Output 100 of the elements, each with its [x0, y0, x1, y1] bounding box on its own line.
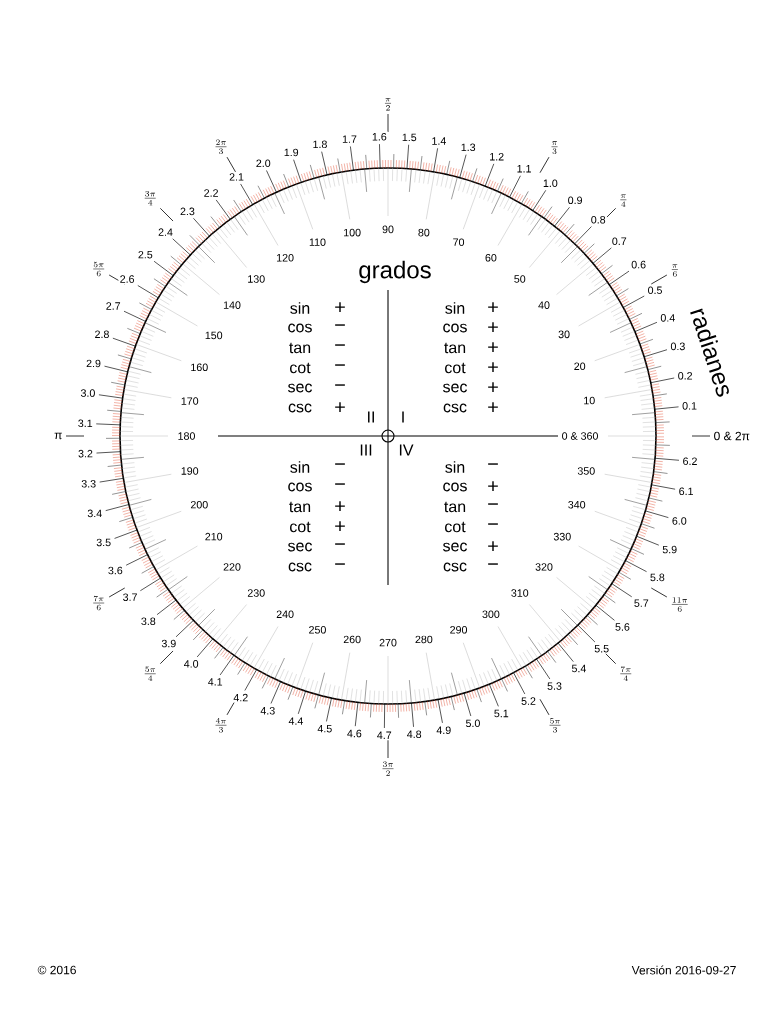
- degree-label: 40: [538, 301, 550, 309]
- radian-label: 2.9: [84, 358, 103, 369]
- radian-label: 4.6: [345, 728, 364, 739]
- radian-label: 0.8: [589, 214, 607, 225]
- function-name: csc: [288, 403, 312, 413]
- degree-label: 290: [450, 626, 468, 634]
- radian-label: 1.6: [370, 131, 389, 142]
- radian-label: 3.1: [76, 418, 94, 429]
- radian-label: 4.3: [259, 705, 277, 716]
- radian-label: 3.8: [139, 616, 158, 627]
- sign-symbol: −: [335, 384, 345, 386]
- degree-label: 240: [276, 610, 294, 618]
- angle-label: $\frac{4\pi}{3}$: [215, 717, 227, 733]
- degree-label: 0 & 360: [562, 432, 598, 440]
- degree-label: 230: [247, 589, 265, 597]
- radian-label: 5.1: [492, 708, 511, 719]
- sign-symbol: +: [335, 302, 345, 312]
- radian-label: 3.0: [79, 388, 97, 399]
- radian-label: 2.5: [136, 249, 155, 260]
- sign-symbol: −: [335, 563, 345, 565]
- sign-symbol: +: [488, 541, 498, 551]
- angle-label: $\frac{7\pi}{6}$: [93, 595, 105, 611]
- angle-label: $\frac{5\pi}{4}$: [144, 666, 156, 681]
- degree-label: 50: [514, 275, 526, 283]
- sign-symbol: +: [488, 481, 498, 491]
- degree-label: 340: [568, 500, 586, 509]
- radian-label: 4.7: [375, 730, 393, 741]
- radian-label: 1.4: [430, 136, 448, 146]
- angle-label: $\frac{5\pi}{6}$: [93, 261, 105, 277]
- radian-label: 3.2: [76, 448, 95, 459]
- degree-label: 170: [181, 397, 199, 405]
- sign-symbol: −: [488, 563, 498, 565]
- radian-label: 1.1: [515, 163, 533, 174]
- radian-label: 2.2: [202, 187, 220, 199]
- radian-label: 3.7: [121, 592, 139, 603]
- function-name: csc: [443, 562, 467, 572]
- sign-symbol: −: [335, 483, 345, 485]
- scale-title: grados: [359, 260, 431, 284]
- degree-label: 280: [415, 635, 433, 644]
- footer-text: Versión 2016-09-27: [631, 965, 736, 975]
- radian-label: 4.4: [287, 716, 305, 727]
- radian-label: 1.2: [487, 151, 506, 162]
- radian-label: 0.1: [680, 400, 699, 411]
- sign-symbol: −: [488, 523, 498, 525]
- degree-label: 70: [453, 238, 465, 246]
- radian-label: 2.1: [227, 171, 246, 182]
- radian-label: 4.0: [182, 658, 200, 669]
- degree-label: 270: [379, 638, 397, 647]
- sign-symbol: −: [335, 324, 345, 326]
- sign-symbol: +: [488, 382, 498, 392]
- radian-label: 3.6: [106, 565, 125, 576]
- radian-label: 1.9: [282, 147, 300, 158]
- function-name: cot: [290, 362, 311, 374]
- angle-label: $\frac{\pi}{2}$: [384, 97, 392, 111]
- function-name: cos: [443, 323, 467, 333]
- sign-symbol: −: [488, 463, 498, 465]
- radian-label: 5.9: [660, 544, 679, 555]
- footer-text: © 2016: [37, 965, 76, 975]
- degree-label: 60: [485, 254, 497, 262]
- sign-symbol: −: [335, 344, 345, 346]
- function-name: sec: [288, 542, 312, 552]
- radian-label: 5.4: [570, 663, 588, 674]
- degree-label: 320: [535, 563, 553, 571]
- degree-label: 220: [223, 563, 241, 571]
- radian-label: 1.8: [311, 139, 329, 150]
- radian-label: 1.3: [459, 142, 477, 153]
- function-name: cos: [288, 323, 312, 333]
- sign-symbol: +: [488, 342, 498, 352]
- angle-label: π: [54, 432, 62, 440]
- angle-label: $\frac{11\pi}{6}$: [671, 597, 688, 612]
- sign-symbol: +: [335, 501, 345, 511]
- radian-label: 6.2: [681, 456, 699, 467]
- radian-label: 5.2: [519, 696, 538, 707]
- radian-label: 2.7: [104, 300, 122, 311]
- radian-label: 5.7: [632, 598, 651, 609]
- function-name: sec: [443, 383, 467, 393]
- degree-label: 160: [191, 363, 208, 372]
- degree-label: 110: [309, 238, 326, 246]
- degree-label: 260: [343, 635, 361, 644]
- radian-label: 1.0: [541, 178, 560, 189]
- degree-label: 190: [181, 467, 199, 475]
- sign-symbol: −: [488, 503, 498, 505]
- radian-label: 5.3: [545, 680, 564, 692]
- radian-label: 0.4: [659, 312, 677, 323]
- function-name: cot: [445, 521, 466, 533]
- quadrant-numeral: IV: [399, 444, 414, 456]
- degree-label: 150: [205, 331, 223, 340]
- degree-label: 180: [178, 432, 195, 440]
- degree-label: 130: [248, 275, 265, 283]
- function-name: sin: [445, 302, 465, 314]
- radian-label: 3.9: [160, 638, 178, 649]
- function-name: tan: [289, 342, 311, 354]
- degree-label: 200: [190, 500, 208, 509]
- radian-label: 6.0: [670, 515, 689, 526]
- function-name: sec: [288, 383, 312, 393]
- quadrant-numeral: II: [368, 411, 374, 423]
- function-name: cos: [288, 482, 312, 492]
- function-name: tan: [444, 501, 466, 513]
- angle-label: 0 & 2π: [714, 431, 750, 441]
- function-name: sin: [290, 302, 310, 314]
